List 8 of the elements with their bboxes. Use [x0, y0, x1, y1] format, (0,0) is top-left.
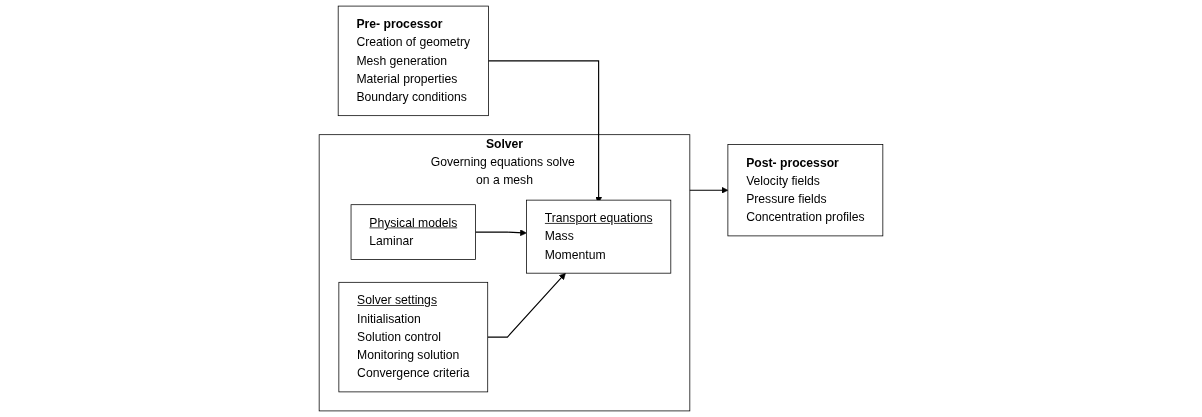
node-box: Pre- processor Creation of geometry Mesh generation Material properties Boundary conditions: [337, 5, 489, 117]
node-box: Physical models Laminar: [350, 204, 476, 260]
arrow: [689, 186, 729, 194]
arrow: [487, 272, 566, 338]
node-box: Solver settings Initialisation Solution control Monitoring solution Convergence criteria: [338, 281, 489, 393]
arrow: [474, 229, 527, 237]
node-box: Transport equations Mass Momentum: [526, 199, 672, 274]
node-box: Post- processor Velocity fields Pressure fields Concentration profiles: [727, 144, 884, 237]
